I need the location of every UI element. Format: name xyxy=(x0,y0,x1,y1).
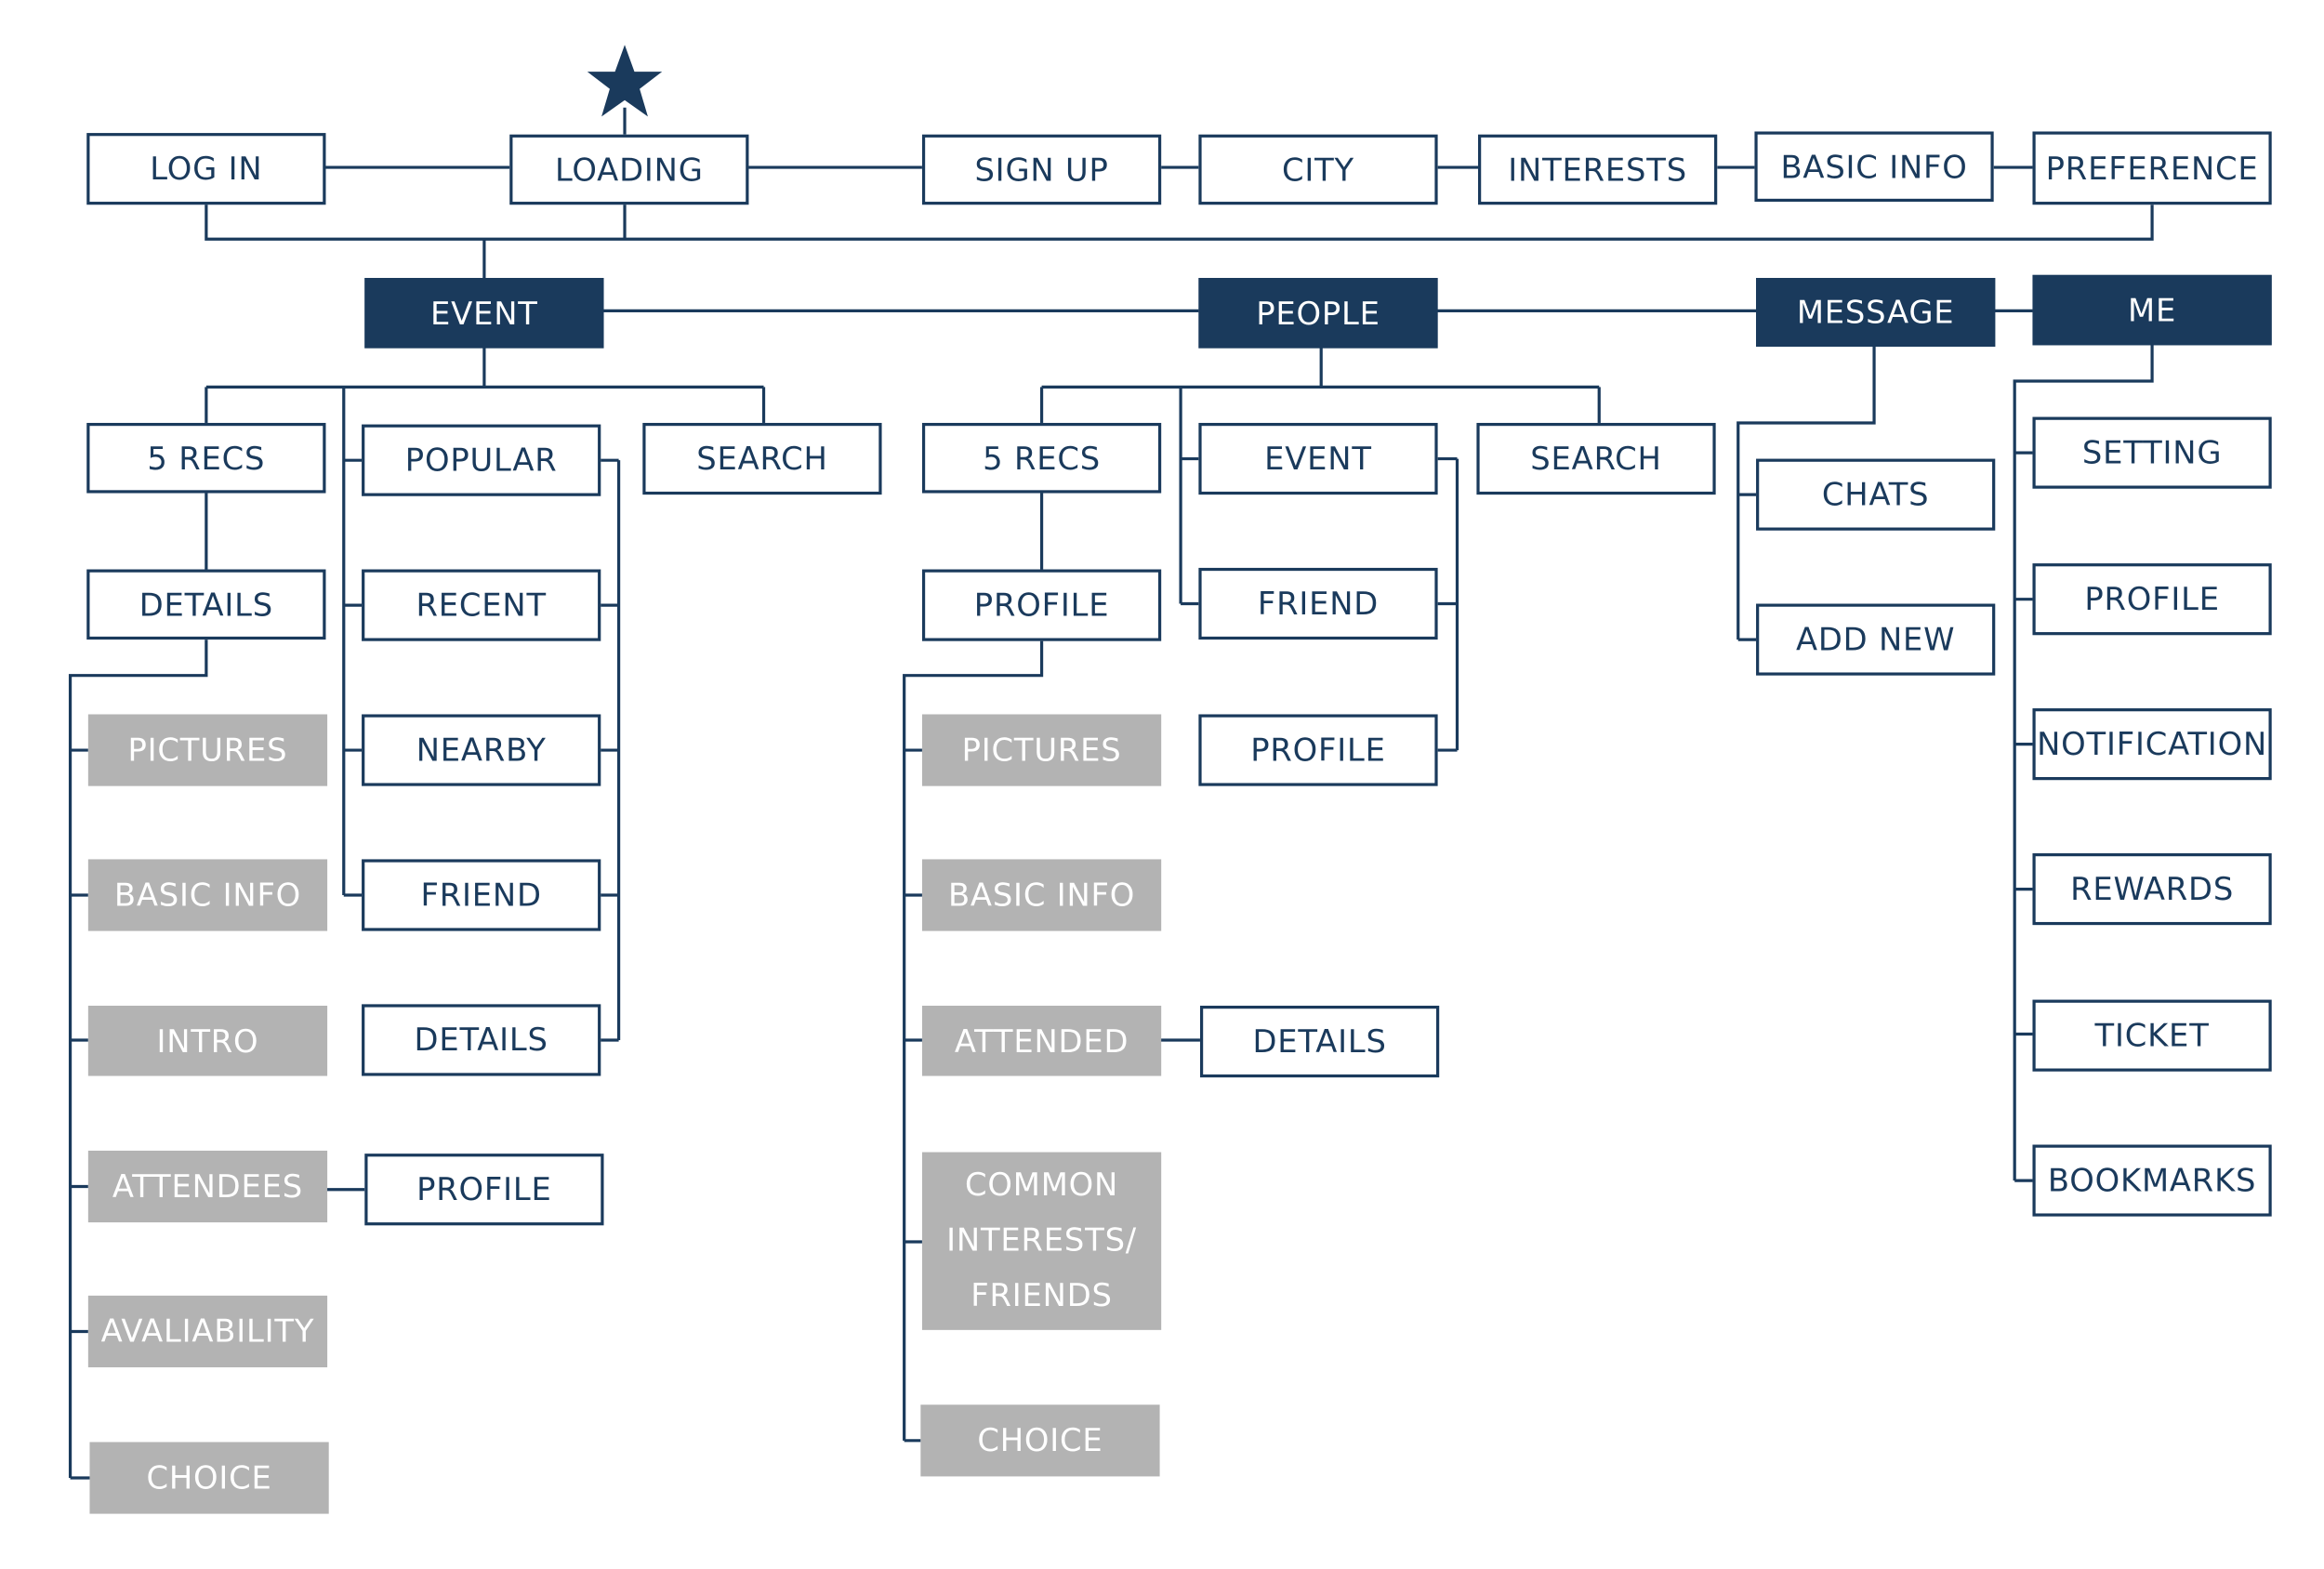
me-setting-node[interactable]: SETTING xyxy=(2032,416,2272,489)
sign-up-node[interactable]: SIGN UP xyxy=(921,134,1162,205)
event-intro-node[interactable]: INTRO xyxy=(87,1005,328,1076)
city-node[interactable]: CITY xyxy=(1198,134,1438,205)
interests-node[interactable]: INTERESTS xyxy=(1478,134,1718,205)
event-pictures-node[interactable]: PICTURES xyxy=(87,714,328,786)
event-search-node[interactable]: SEARCH xyxy=(642,422,882,495)
people-friend-node[interactable]: FRIEND xyxy=(1198,567,1438,640)
me-tab[interactable]: ME xyxy=(2032,274,2272,346)
me-notification-node[interactable]: NOTIFICATION xyxy=(2032,708,2272,781)
people-event-profile-node[interactable]: PROFILE xyxy=(1198,714,1438,786)
people-pictures-node[interactable]: PICTURES xyxy=(921,714,1162,786)
me-bookmarks-node[interactable]: BOOKMARKS xyxy=(2032,1144,2272,1217)
me-ticket-node[interactable]: TICKET xyxy=(2032,999,2272,1072)
event-5-recs-node[interactable]: 5 RECS xyxy=(86,422,326,494)
message-tab[interactable]: MESSAGE xyxy=(1756,278,1996,347)
event-availability-node[interactable]: AVALIABILITY xyxy=(87,1295,328,1368)
event-nearby-node[interactable]: NEARBY xyxy=(362,714,601,786)
event-friend-node[interactable]: FRIEND xyxy=(362,859,601,931)
message-add-new-node[interactable]: ADD NEW xyxy=(1756,603,1996,676)
people-event-node[interactable]: EVENT xyxy=(1198,422,1438,495)
me-profile-node[interactable]: PROFILE xyxy=(2032,563,2272,636)
attendee-profile-node[interactable]: PROFILE xyxy=(364,1154,604,1226)
attended-details-node[interactable]: DETAILS xyxy=(1199,1005,1440,1078)
people-choice-node[interactable]: CHOICE xyxy=(920,1404,1160,1477)
message-chats-node[interactable]: CHATS xyxy=(1756,458,1996,531)
preference-node[interactable]: PREFERENCE xyxy=(2032,131,2272,205)
me-rewards-node[interactable]: REWARDS xyxy=(2032,852,2272,926)
people-search-node[interactable]: SEARCH xyxy=(1476,422,1716,495)
log-in-node[interactable]: LOG IN xyxy=(86,133,326,205)
event-details-node[interactable]: DETAILS xyxy=(86,569,326,640)
event-popular-node[interactable]: POPULAR xyxy=(362,424,601,496)
people-5-recs-node[interactable]: 5 RECS xyxy=(921,422,1162,494)
event-attendees-node[interactable]: ATTENDEES xyxy=(87,1150,328,1223)
star-icon xyxy=(587,45,663,117)
event-basic-info-node[interactable]: BASIC INFO xyxy=(87,859,328,931)
event-recent-node[interactable]: RECENT xyxy=(362,569,601,641)
people-common-interests-node[interactable]: COMMON INTERESTS/ FRIENDS xyxy=(921,1152,1162,1330)
event-popular-details-node[interactable]: DETAILS xyxy=(362,1004,601,1076)
people-basic-info-node[interactable]: BASIC INFO xyxy=(921,859,1162,931)
people-profile-node[interactable]: PROFILE xyxy=(921,569,1162,641)
event-choice-node[interactable]: CHOICE xyxy=(89,1442,329,1514)
loading-node[interactable]: LOADING xyxy=(509,134,749,205)
basic-info-node[interactable]: BASIC INFO xyxy=(1754,131,1994,203)
people-tab[interactable]: PEOPLE xyxy=(1198,278,1438,349)
people-attended-node[interactable]: ATTENDED xyxy=(921,1005,1162,1076)
event-tab[interactable]: EVENT xyxy=(364,278,604,349)
